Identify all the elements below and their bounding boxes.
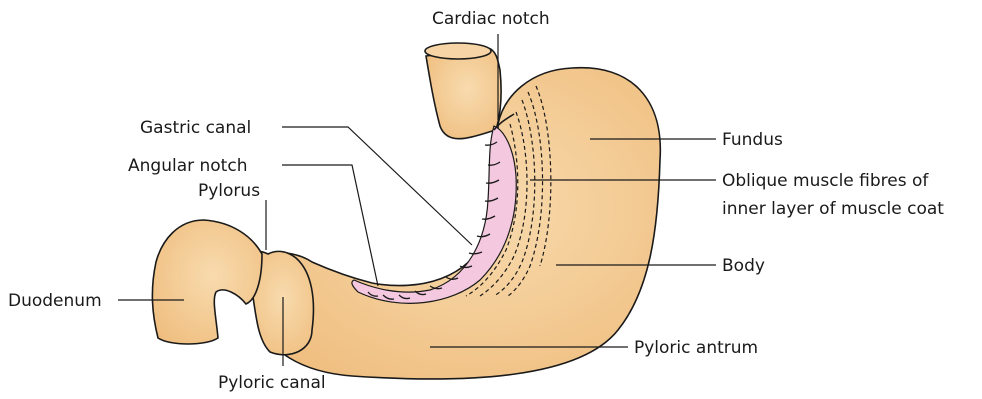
esophagus-shape <box>426 48 501 139</box>
label-oblique-line1: Oblique muscle fibres of <box>722 171 929 191</box>
label-duodenum: Duodenum <box>8 291 102 311</box>
esophagus-opening <box>425 43 491 59</box>
label-pyloric-canal: Pyloric canal <box>218 373 326 393</box>
label-cardiac-notch: Cardiac notch <box>432 9 550 29</box>
label-oblique-line2: inner layer of muscle coat <box>722 199 944 219</box>
duodenum-shape <box>152 220 262 344</box>
label-fundus: Fundus <box>722 130 783 150</box>
label-angular-notch: Angular notch <box>128 156 247 176</box>
label-body: Body <box>722 256 765 276</box>
leader-gastric-canal <box>282 127 472 245</box>
label-pyloric-antrum: Pyloric antrum <box>634 338 758 358</box>
label-gastric-canal: Gastric canal <box>140 118 251 138</box>
label-pylorus: Pylorus <box>198 181 260 201</box>
